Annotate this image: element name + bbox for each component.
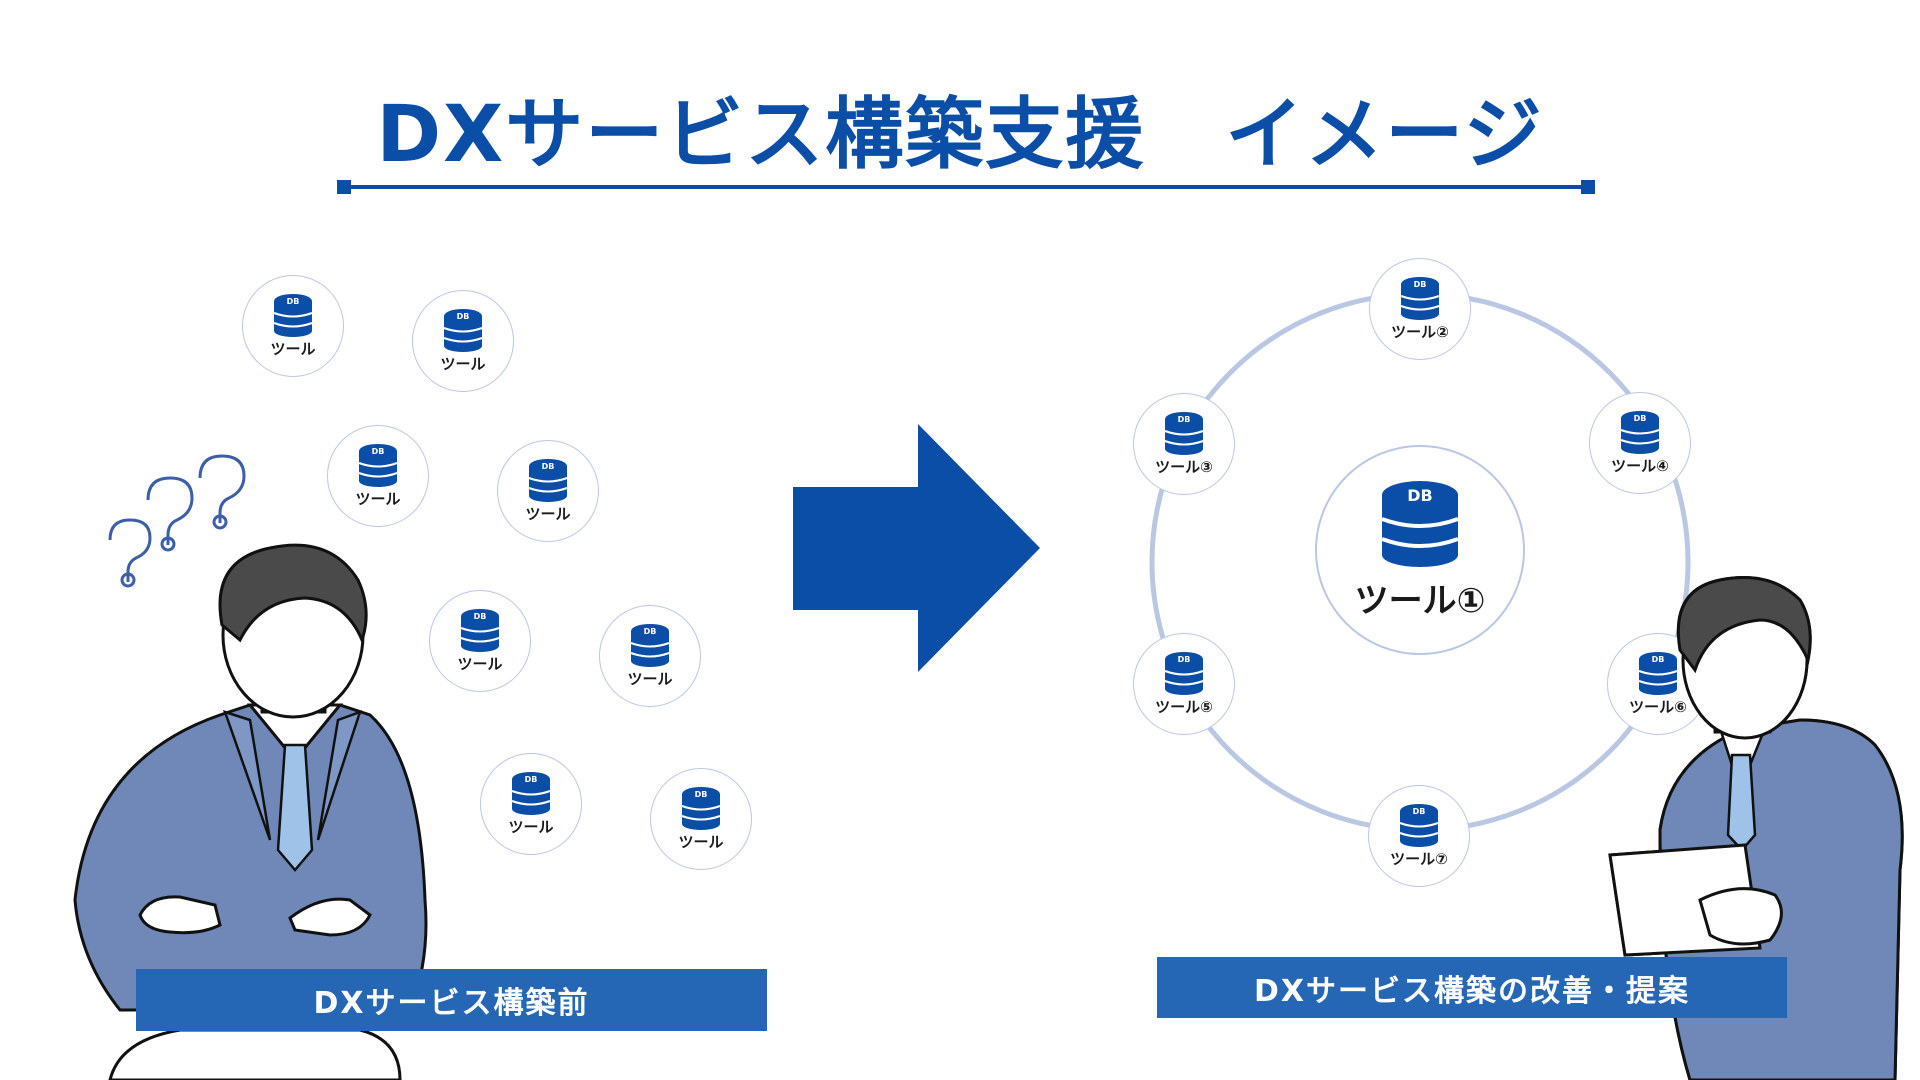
tool-label: ツール [627, 670, 673, 688]
tool-node: DB ツール④ [1589, 392, 1691, 494]
tool-label: ツール [508, 818, 554, 836]
tool-label: ツール⑥ [1629, 698, 1687, 716]
tool-label-center: ツール① [1354, 580, 1486, 621]
tool-node-center: DB ツール① [1315, 445, 1525, 655]
db-icon-text: DB [1407, 486, 1432, 505]
tool-label: ツール② [1391, 323, 1449, 341]
db-icon-text: DB [474, 612, 487, 621]
db-icon: DB [681, 787, 721, 830]
db-icon: DB [1381, 480, 1459, 567]
businessman-confused-icon [73, 543, 428, 1080]
tool-label: ツール [440, 355, 486, 373]
tool-label: ツール [270, 340, 316, 358]
tool-node: DB ツール [480, 753, 582, 855]
tool-node: DB ツール [429, 590, 531, 692]
db-icon: DB [1164, 652, 1204, 695]
tool-label: ツール④ [1611, 457, 1669, 475]
tool-node: DB ツール [599, 605, 701, 707]
db-icon-text: DB [1413, 807, 1426, 816]
db-icon: DB [1400, 277, 1440, 320]
tool-node: DB ツール [497, 440, 599, 542]
db-icon-text: DB [457, 312, 470, 321]
tool-node: DB ツール [412, 290, 514, 392]
tool-label: ツール [678, 833, 724, 851]
db-icon-text: DB [1178, 415, 1191, 424]
tool-label: ツール⑤ [1155, 698, 1213, 716]
question-marks-icon [108, 454, 246, 588]
db-icon-text: DB [1178, 655, 1191, 664]
db-icon: DB [358, 444, 398, 487]
db-icon: DB [1164, 412, 1204, 455]
db-icon: DB [1638, 652, 1678, 695]
page-title: DXサービス構築支援 イメージ [376, 90, 1544, 180]
tool-node: DB ツール⑤ [1133, 633, 1235, 735]
db-icon-text: DB [1634, 414, 1647, 423]
db-icon-text: DB [372, 447, 385, 456]
db-icon: DB [273, 294, 313, 337]
caption-after: DXサービス構築の改善・提案 [1157, 957, 1787, 1018]
title-underline [337, 180, 1595, 194]
tool-node: DB ツール [242, 275, 344, 377]
db-icon-text: DB [287, 297, 300, 306]
caption-before: DXサービス構築前 [136, 969, 767, 1031]
arrow-right-icon [793, 424, 1040, 672]
db-icon: DB [1399, 804, 1439, 847]
db-icon: DB [443, 309, 483, 352]
db-icon-text: DB [525, 775, 538, 784]
db-icon: DB [630, 624, 670, 667]
tool-node: DB ツール [650, 768, 752, 870]
tool-node: DB ツール⑥ [1607, 633, 1709, 735]
tool-node: DB ツール [327, 425, 429, 527]
tool-node: DB ツール② [1369, 258, 1471, 360]
db-icon: DB [460, 609, 500, 652]
db-icon: DB [1620, 411, 1660, 454]
tool-label: ツール [457, 655, 503, 673]
tool-label: ツール [525, 505, 571, 523]
db-icon-text: DB [1652, 655, 1665, 664]
db-icon-text: DB [1414, 280, 1427, 289]
tool-node: DB ツール③ [1133, 393, 1235, 495]
tool-label: ツール [355, 490, 401, 508]
tool-label: ツール⑦ [1390, 850, 1448, 868]
db-icon-text: DB [542, 462, 555, 471]
db-icon-text: DB [695, 790, 708, 799]
tool-node: DB ツール⑦ [1368, 785, 1470, 887]
db-icon-text: DB [644, 627, 657, 636]
tool-label: ツール③ [1155, 458, 1213, 476]
db-icon: DB [528, 459, 568, 502]
db-icon: DB [511, 772, 551, 815]
